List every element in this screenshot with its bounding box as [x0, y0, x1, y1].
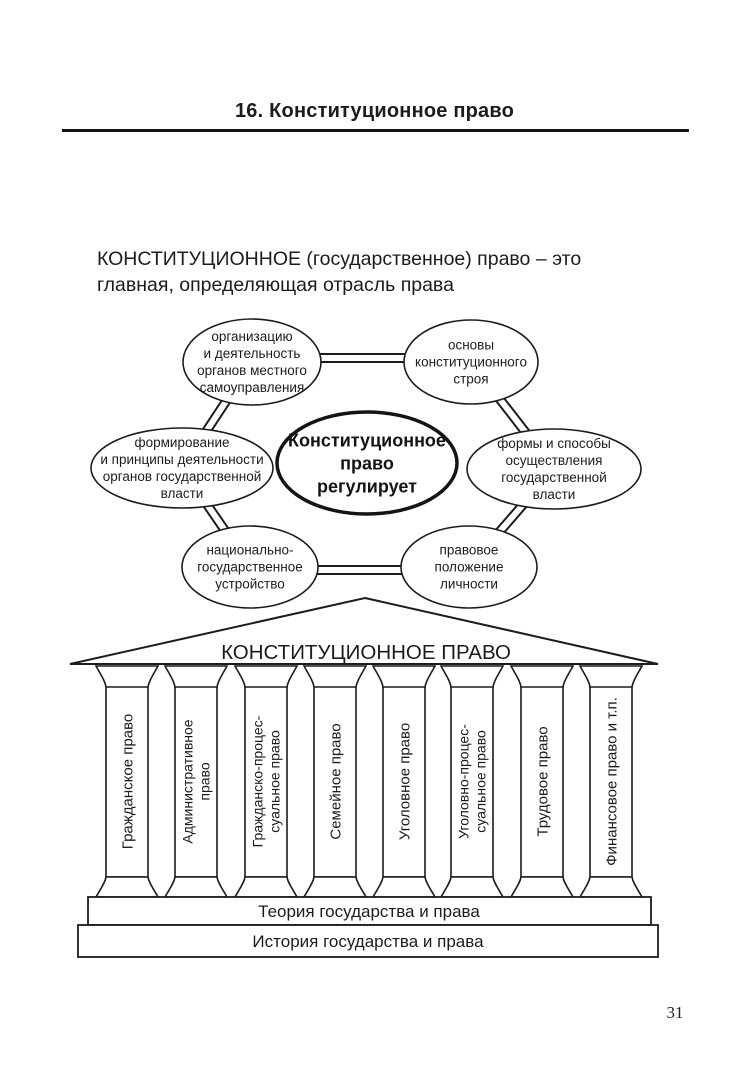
column-label: право [196, 762, 212, 800]
intro-paragraph: КОНСТИТУЦИОННОЕ (государственное) право … [97, 246, 637, 298]
hub-oval-center: Конституционное право регулирует [275, 410, 459, 516]
column-label: суальное право [472, 730, 488, 833]
oval-text: устройство [215, 577, 285, 592]
column-label: Гражданско-процес- [249, 715, 265, 847]
pediment-label: КОНСТИТУЦИОННОЕ ПРАВО [221, 641, 511, 664]
oval-text: формы и способы [497, 436, 611, 451]
oval-text: государственное [197, 560, 302, 575]
hub-oval-top-right: основы конституционного строя [403, 319, 539, 405]
column-label: Финансовое право и т.п. [603, 697, 620, 866]
hub-oval-bottom-right: правовое положение личности [400, 525, 538, 609]
intro-line-1: КОНСТИТУЦИОННОЕ (государственное) право … [97, 248, 582, 270]
center-oval-text: право [340, 453, 394, 473]
column-criminal-procedure-law: Уголовно-процес- суальное право [440, 665, 504, 898]
page-title: 16. Конституционное право [234, 100, 515, 122]
column-label: Трудовое право [534, 726, 551, 836]
temple-pediment: КОНСТИТУЦИОННОЕ ПРАВО [69, 596, 659, 665]
column-label: Семейное право [327, 723, 344, 839]
intro-line-2: главная, определяющая отрасль права [97, 274, 454, 296]
oval-text: формирование [135, 435, 230, 450]
oval-text: государственной [501, 470, 607, 485]
column-label: суальное право [266, 730, 282, 833]
oval-text: строя [453, 372, 488, 387]
oval-text: органов государственной [103, 469, 262, 484]
column-financial-law: Финансовое право и т.п. [579, 665, 643, 898]
stylobate-history-label: История государства и права [252, 932, 484, 951]
hub-oval-mid-right: формы и способы осуществления государств… [466, 428, 642, 510]
column-civil-procedure-law: Гражданско-процес- суальное право [234, 665, 298, 898]
column-criminal-law: Уголовное право [372, 665, 436, 898]
oval-text: власти [533, 487, 576, 502]
column-label: Уголовное право [396, 723, 413, 840]
hub-oval-mid-left: формирование и принципы деятельности орг… [90, 427, 274, 509]
oval-text: осуществления [506, 453, 603, 468]
oval-text: конституционного [415, 355, 527, 370]
oval-text: органов местного [197, 363, 307, 378]
stylobate-theory-label: Теория государства и права [258, 902, 480, 921]
column-administrative-law: Административное право [164, 665, 228, 898]
oval-text: положение [435, 560, 504, 575]
oval-text: основы [448, 338, 494, 353]
oval-text: и деятельность [204, 346, 301, 361]
page-number: 31 [666, 1003, 684, 1022]
stylobate-theory: Теория государства и права [87, 896, 652, 926]
column-label: Уголовно-процес- [455, 724, 471, 839]
oval-text: правовое [440, 543, 499, 558]
column-civil-law: Гражданское право [95, 665, 159, 898]
oval-text: организацию [211, 329, 292, 344]
title-rule [62, 129, 689, 132]
column-family-law: Семейное право [303, 665, 367, 898]
column-label: Административное [179, 719, 195, 843]
oval-text: и принципы деятельности [100, 452, 263, 467]
oval-text: личности [440, 577, 498, 592]
oval-text: национально- [206, 543, 293, 558]
hub-oval-bottom-left: национально- государственное устройство [181, 525, 319, 609]
column-labor-law: Трудовое право [510, 665, 574, 898]
pediment-triangle [69, 596, 659, 665]
oval-text: власти [161, 486, 204, 501]
center-oval-text: регулирует [317, 476, 417, 496]
column-label: Гражданское право [119, 714, 136, 849]
stylobate-history: История государства и права [77, 924, 659, 958]
center-oval-text: Конституционное [288, 430, 446, 450]
oval-text: самоуправления [200, 380, 305, 395]
hub-oval-top-left: организацию и деятельность органов местн… [182, 318, 322, 406]
